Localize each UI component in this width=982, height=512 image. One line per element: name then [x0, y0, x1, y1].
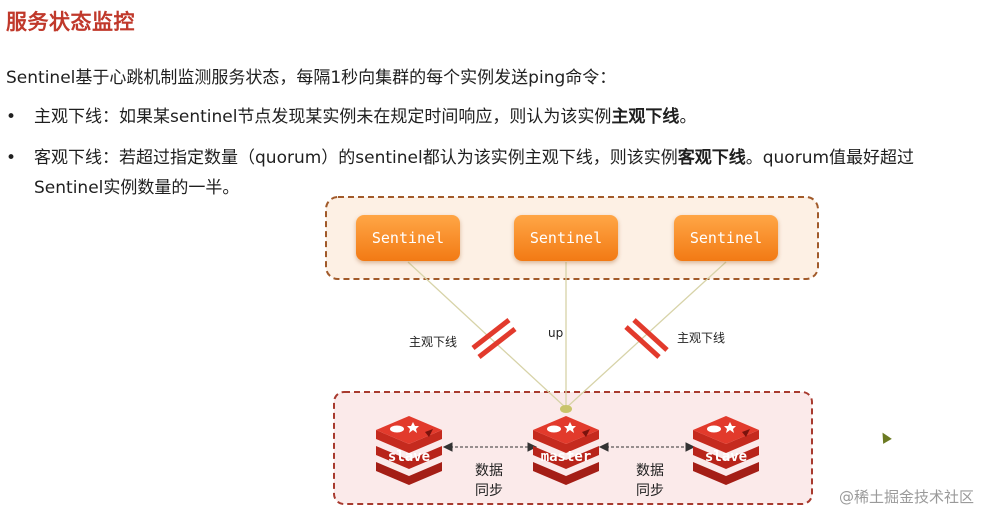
- sentinel-node-1: Sentinel: [356, 215, 460, 261]
- redis-slave-left-icon: [376, 416, 442, 485]
- sync-label-left-line2: 同步: [475, 483, 503, 499]
- sentinel-node-2: Sentinel: [514, 215, 618, 261]
- node-label-slave-right: slave: [704, 449, 748, 465]
- watermark: @稀土掘金技术社区: [838, 488, 974, 506]
- bullet-strong: 客观下线: [677, 148, 746, 168]
- sync-arrow-left: [442, 442, 538, 452]
- edge-label-middle: up: [548, 326, 564, 340]
- sync-label-right: 数据 同步: [630, 461, 670, 501]
- sync-label-left-line1: 数据: [475, 463, 503, 479]
- redis-slave-right-icon: [693, 416, 759, 485]
- edge-label-right: 主观下线: [677, 331, 726, 345]
- bullet-text: 客观下线：若超过指定数量（quorum）的sentinel都认为该实例主观下线，…: [34, 148, 678, 168]
- bullet-marker: •: [6, 107, 17, 127]
- bullet-tail: 。: [679, 107, 697, 127]
- strike-right-icon: [624, 318, 669, 359]
- edge-right-line: [565, 261, 727, 409]
- sync-label-left: 数据 同步: [469, 461, 509, 501]
- node-label-master: master: [540, 449, 592, 465]
- edge-label-left: 主观下线: [409, 335, 458, 349]
- strike-left-icon: [471, 318, 517, 359]
- sync-arrow-right: [598, 442, 696, 452]
- bullet-text: 主观下线：如果某sentinel节点发现某实例未在规定时间响应，则认为该实例: [34, 107, 612, 127]
- node-label-slave-left: slave: [387, 449, 431, 465]
- sync-label-right-line1: 数据: [636, 463, 664, 479]
- redis-master-icon: [533, 416, 599, 485]
- sync-label-right-line2: 同步: [636, 483, 664, 499]
- bullet-tail: 。quorum值最好超过Sentinel实例数量的一半。: [34, 148, 915, 198]
- sentinel-node-3: Sentinel: [674, 215, 778, 261]
- intro-text: Sentinel基于心跳机制监测服务状态，每隔1秒向集群的每个实例发送ping命…: [6, 68, 617, 88]
- master-connection-point: [560, 405, 572, 413]
- page-title: 服务状态监控: [6, 10, 135, 34]
- bullet-strong: 主观下线: [611, 107, 680, 127]
- bullet-marker: •: [6, 148, 17, 168]
